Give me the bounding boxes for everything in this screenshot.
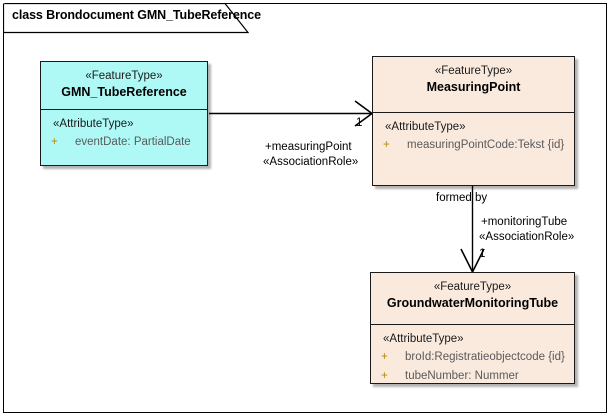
class-attributes-gmn-tubereference: «AttributeType» + eventDate: PartialDate [41, 110, 207, 157]
role-name-monitoringtube: +monitoringTube [481, 216, 568, 228]
diagram-frame [3, 3, 607, 413]
association-name-formed-by: formed by [436, 192, 488, 204]
class-header-measuringpoint: «FeatureType» MeasuringPoint [373, 57, 574, 113]
class-attributes-measuringpoint: «AttributeType» + measuringPointCode:Teks… [373, 113, 574, 160]
class-name: MeasuringPoint [426, 80, 521, 94]
attribute-row[interactable]: + broId:Registratieobjectcode {id} [371, 347, 574, 366]
class-name: GMN_TubeReference [61, 85, 187, 99]
attribute-stereotype: «AttributeType» [385, 121, 466, 133]
visibility-marker: + [383, 139, 390, 151]
class-box-groundwatermonitoringtube[interactable]: «FeatureType» GroundwaterMonitoringTube … [370, 272, 575, 384]
visibility-marker: + [381, 370, 388, 382]
class-stereotype: «FeatureType» [434, 65, 513, 77]
attribute-row[interactable]: + tubeNumber: Nummer [371, 366, 574, 385]
attribute-text: measuringPointCode:Tekst {id} [407, 139, 565, 151]
diagram-frame-title-tab: class Brondocument GMN_TubeReference [2, 0, 261, 34]
role-name-measuringpoint: +measuringPoint [265, 141, 352, 153]
class-box-measuringpoint[interactable]: «FeatureType» MeasuringPoint «AttributeT… [372, 56, 575, 186]
attribute-stereotype: «AttributeType» [53, 118, 134, 130]
visibility-marker: + [51, 136, 58, 148]
multiplicity-measuringpoint: 1 [356, 117, 363, 129]
multiplicity-monitoringtube: 1 [479, 248, 486, 260]
attribute-row[interactable]: + measuringPointCode:Tekst {id} [373, 135, 574, 154]
class-attributes-groundwatermonitoringtube: «AttributeType» + broId:Registratieobject… [371, 325, 574, 391]
class-header-gmn-tubereference: «FeatureType» GMN_TubeReference [41, 62, 207, 110]
attribute-row[interactable]: + eventDate: PartialDate [41, 132, 207, 151]
diagram-title: class Brondocument GMN_TubeReference [12, 8, 262, 22]
visibility-marker: + [381, 351, 388, 363]
class-box-gmn-tubereference[interactable]: «FeatureType» GMN_TubeReference «Attribu… [40, 61, 208, 166]
attribute-text: tubeNumber: Nummer [405, 370, 519, 382]
class-stereotype: «FeatureType» [85, 70, 163, 82]
class-stereotype: «FeatureType» [433, 281, 512, 293]
role-stereotype-measuringpoint: «AssociationRole» [263, 156, 359, 168]
attribute-text: eventDate: PartialDate [75, 136, 191, 148]
class-name: GroundwaterMonitoringTube [386, 296, 559, 310]
attribute-stereotype: «AttributeType» [383, 333, 464, 345]
role-stereotype-monitoringtube: «AssociationRole» [479, 231, 575, 243]
attribute-text: broId:Registratieobjectcode {id} [405, 351, 565, 363]
class-header-groundwatermonitoringtube: «FeatureType» GroundwaterMonitoringTube [371, 273, 574, 325]
